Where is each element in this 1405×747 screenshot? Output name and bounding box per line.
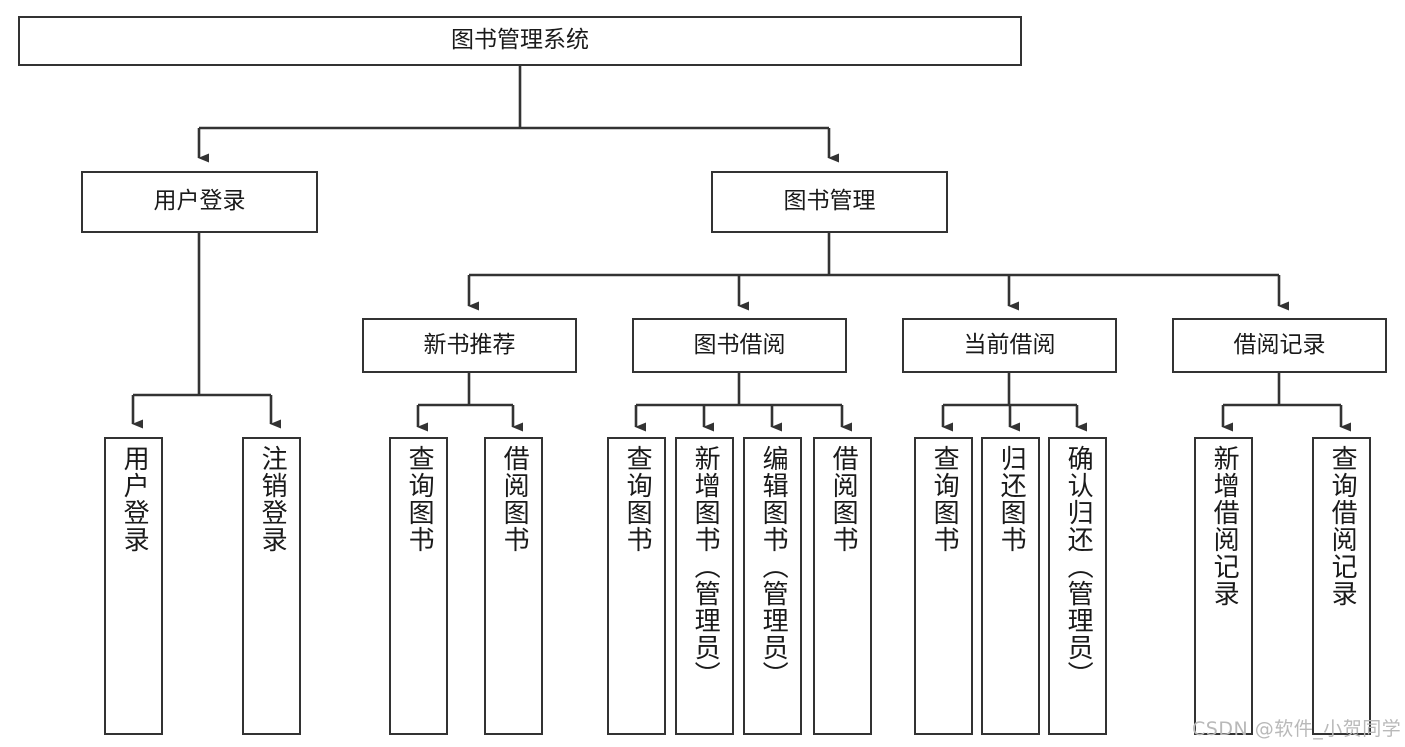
leaf-borrow-query-books[interactable]: 查询图书 xyxy=(607,437,666,735)
node-label: 借阅图书 xyxy=(828,445,859,553)
node-label: 借阅图书 xyxy=(499,445,530,553)
leaf-borrow-borrow-books[interactable]: 借阅图书 xyxy=(813,437,872,735)
leaf-records-add-record[interactable]: 新增借阅记录 xyxy=(1194,437,1253,735)
node-label: 查询图书 xyxy=(929,445,960,553)
leaf-new-book-query-books[interactable]: 查询图书 xyxy=(389,437,448,735)
leaf-current-confirm-return-admin[interactable]: 确认归还（管理员） xyxy=(1048,437,1107,735)
node-label: 图书借阅 xyxy=(693,331,786,358)
node-label: 注销登录 xyxy=(257,445,288,553)
node-label: 归还图书 xyxy=(996,445,1027,553)
node-label: 图书管理系统 xyxy=(451,27,589,54)
node-book-borrowing[interactable]: 图书借阅 xyxy=(632,318,847,373)
node-label: 新书推荐 xyxy=(423,331,516,358)
leaf-borrow-edit-book-admin[interactable]: 编辑图书（管理员） xyxy=(743,437,802,735)
node-label: 新增借阅记录 xyxy=(1209,445,1240,607)
leaf-borrow-add-book-admin[interactable]: 新增图书（管理员） xyxy=(675,437,734,735)
leaf-records-query-record[interactable]: 查询借阅记录 xyxy=(1312,437,1371,735)
node-user-login[interactable]: 用户登录 xyxy=(81,171,318,233)
node-label: 图书管理 xyxy=(783,188,876,215)
node-label: 查询借阅记录 xyxy=(1327,445,1358,607)
node-label: 用户登录 xyxy=(119,445,150,553)
leaf-new-book-borrow-books[interactable]: 借阅图书 xyxy=(484,437,543,735)
node-label: 当前借阅 xyxy=(963,331,1056,358)
leaf-current-query-books[interactable]: 查询图书 xyxy=(914,437,973,735)
node-root-book-management-system[interactable]: 图书管理系统 xyxy=(18,16,1022,66)
leaf-current-return-books[interactable]: 归还图书 xyxy=(981,437,1040,735)
node-current-borrowing[interactable]: 当前借阅 xyxy=(902,318,1117,373)
leaf-user-login-signin[interactable]: 用户登录 xyxy=(104,437,163,735)
node-label: 新增图书（管理员） xyxy=(690,445,721,688)
node-label: 编辑图书（管理员） xyxy=(758,445,789,688)
leaf-user-login-signout[interactable]: 注销登录 xyxy=(242,437,301,735)
node-new-book-recommendation[interactable]: 新书推荐 xyxy=(362,318,577,373)
node-label: 查询图书 xyxy=(404,445,435,553)
watermark-text: CSDN @软件_小贺同学 xyxy=(1192,718,1402,740)
node-label: 查询图书 xyxy=(622,445,653,553)
node-label: 用户登录 xyxy=(153,188,246,215)
node-borrowing-records[interactable]: 借阅记录 xyxy=(1172,318,1387,373)
node-label: 借阅记录 xyxy=(1233,331,1326,358)
node-book-management[interactable]: 图书管理 xyxy=(711,171,948,233)
node-label: 确认归还（管理员） xyxy=(1063,445,1094,688)
